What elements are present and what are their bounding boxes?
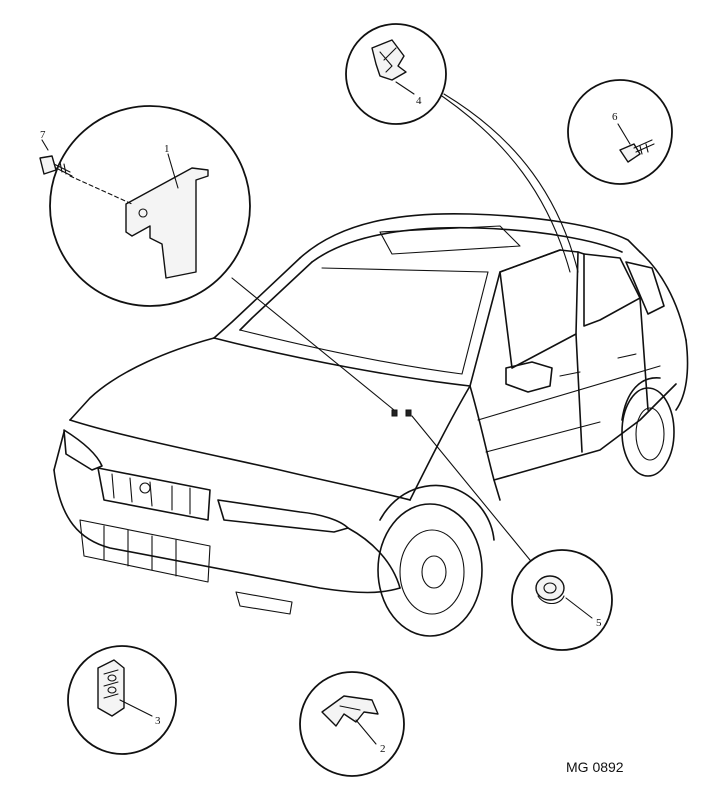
callout-3: 3 — [155, 715, 161, 727]
leader-5 — [411, 415, 531, 561]
callout-2: 2 — [380, 743, 386, 755]
badge — [139, 482, 151, 494]
clip-4-part — [371, 39, 407, 81]
screw-6-part — [619, 143, 641, 163]
lower-grille — [79, 519, 211, 583]
detail-circle-grommet-5 — [511, 549, 613, 651]
detail-circle-bracket — [39, 105, 251, 307]
leader-4a — [443, 93, 579, 273]
callout-labels: 1 2 3 4 5 6 7 — [40, 95, 618, 755]
quarter-window — [625, 261, 665, 315]
callout-7: 7 — [40, 129, 46, 141]
front-wheel — [377, 503, 483, 637]
detail-circle-clip-4 — [345, 23, 447, 125]
clip-location-2 — [405, 409, 412, 417]
callout-6: 6 — [612, 111, 618, 123]
grommet-5-part — [535, 575, 565, 601]
detail-circle-clip-2 — [299, 671, 405, 777]
rear-door-window — [583, 253, 641, 327]
headlight-right — [217, 499, 349, 533]
leader-lines — [231, 87, 579, 561]
detail-circle-clip-3 — [67, 645, 177, 755]
rear-wheel — [621, 387, 675, 477]
callout-5: 5 — [596, 617, 602, 629]
clip-location-1 — [391, 409, 398, 417]
callout-4: 4 — [416, 95, 422, 107]
figure-reference-code: MG 0892 — [566, 759, 624, 775]
fog-lamp — [235, 591, 293, 615]
callout-1: 1 — [164, 143, 170, 155]
sunroof — [379, 225, 521, 255]
leader-4b — [429, 87, 571, 273]
bolt-part — [39, 155, 57, 175]
clip-2-part — [321, 695, 379, 727]
door-mirror — [505, 361, 553, 393]
bracket-part — [125, 167, 209, 279]
car-illustration — [53, 212, 689, 637]
headlight-left — [63, 429, 103, 471]
grille — [97, 467, 211, 521]
front-door-window — [499, 249, 579, 369]
detail-circle-screw-6 — [567, 79, 673, 185]
clip-3-part — [97, 659, 125, 717]
leader-1 — [231, 277, 395, 411]
